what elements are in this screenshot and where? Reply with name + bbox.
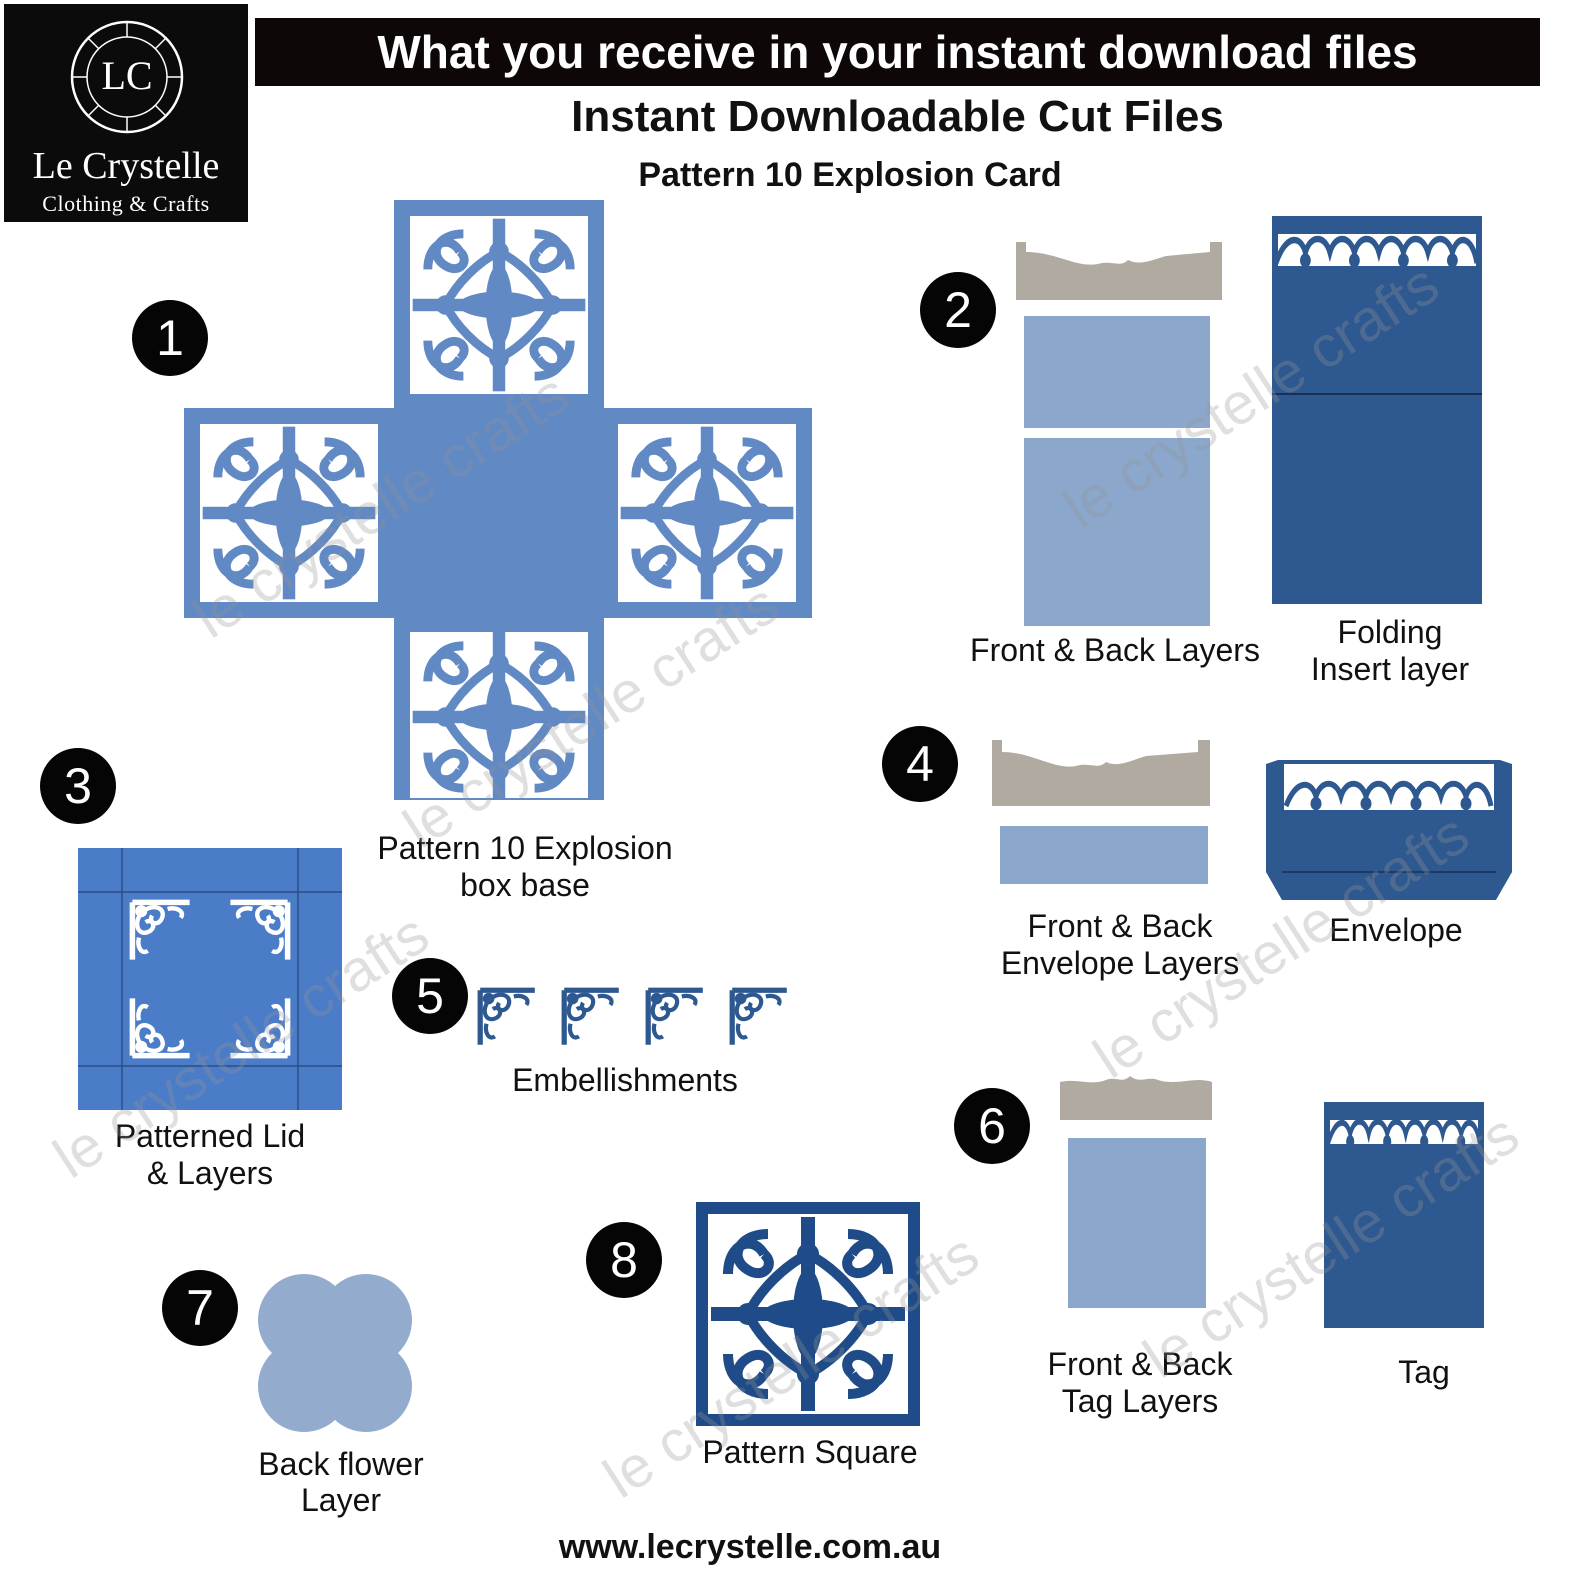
item-number-badge: 1 (132, 300, 208, 376)
brand-logo: LC Le Crystelle Clothing & Crafts (4, 4, 248, 222)
item-label: Envelope (1329, 912, 1463, 948)
header-banner: What you receive in your instant downloa… (255, 18, 1540, 86)
item-number-badge: 8 (586, 1222, 662, 1298)
item-label: Tag (1398, 1354, 1450, 1390)
front-back-layers-graphic (1024, 316, 1210, 626)
patterned-lid-graphic (78, 848, 342, 1110)
envelope-layer-graphic (1000, 826, 1208, 884)
page-title: Instant Downloadable Cut Files (571, 92, 1224, 141)
envelope-graphic (1266, 760, 1512, 900)
logo-tagline: Clothing & Crafts (42, 191, 210, 216)
item-label: Patterned Lid& Layers (114, 1118, 306, 1191)
explosion-box-base-graphic (184, 200, 812, 800)
embellishments-graphic (472, 984, 802, 1048)
tag-graphic (1324, 1102, 1484, 1328)
pattern-square-graphic (696, 1202, 920, 1426)
page-subtitle: Pattern 10 Explosion Card (638, 156, 1062, 194)
website-url[interactable]: www.lecrystelle.com.au (558, 1528, 942, 1566)
tag-layer-graphic (1068, 1138, 1206, 1308)
item-label: Pattern Square (702, 1434, 918, 1470)
item-label: Pattern 10 Explosion box base (377, 830, 673, 903)
item-number-badge: 5 (392, 958, 468, 1034)
folding-insert-graphic (1272, 216, 1482, 604)
item-number-badge: 7 (162, 1270, 238, 1346)
logo-name: Le Crystelle (32, 145, 220, 187)
logo-monogram: LC (101, 53, 153, 98)
item-label: Embellishments (512, 1062, 738, 1098)
back-flower-graphic (258, 1274, 412, 1432)
item-number-badge: 3 (40, 748, 116, 824)
item-label: Front & Back Layers (970, 632, 1260, 668)
item-number-badge: 6 (954, 1088, 1030, 1164)
glitter-layer-graphic (992, 740, 1210, 806)
glitter-layer-graphic (1016, 242, 1222, 300)
item-number-badge: 4 (882, 726, 958, 802)
item-number-badge: 2 (920, 272, 996, 348)
glitter-layer-graphic (1060, 1076, 1212, 1120)
logo-monogram-icon (70, 20, 184, 134)
